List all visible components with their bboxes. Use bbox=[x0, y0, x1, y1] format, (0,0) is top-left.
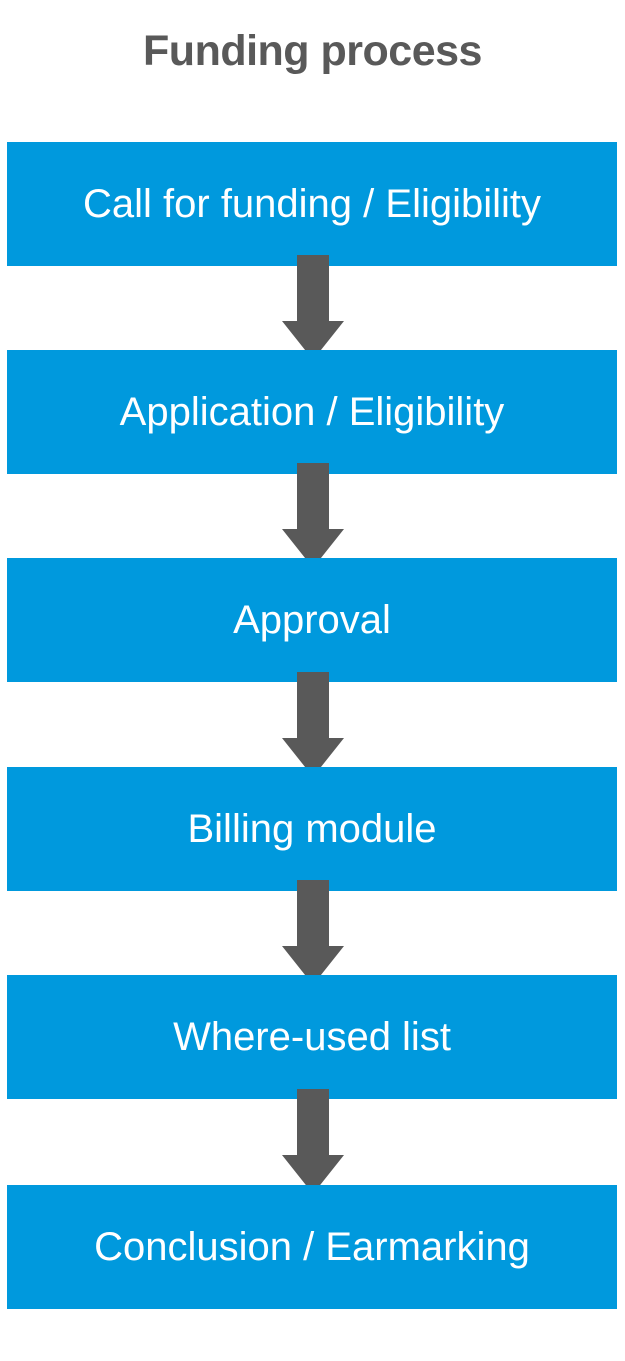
flow-step-1[interactable]: Call for funding / Eligibility bbox=[7, 142, 617, 266]
flow-step-4-label: Billing module bbox=[187, 807, 437, 851]
flow-step-2-label: Application / Eligibility bbox=[119, 390, 505, 434]
flow-connector-arrow-1 bbox=[282, 255, 344, 371]
flow-step-3[interactable]: Approval bbox=[7, 558, 617, 682]
page-title: Funding process bbox=[143, 27, 482, 75]
flow-step-5-label: Where-used list bbox=[173, 1015, 451, 1059]
flow-step-5[interactable]: Where-used list bbox=[7, 975, 617, 1099]
flow-connector-arrow-4 bbox=[282, 880, 344, 996]
flow-connector-arrow-2 bbox=[282, 463, 344, 579]
flow-step-4[interactable]: Billing module bbox=[7, 767, 617, 891]
flow-step-3-label: Approval bbox=[233, 598, 391, 642]
flow-step-6[interactable]: Conclusion / Earmarking bbox=[7, 1185, 617, 1309]
flow-step-6-label: Conclusion / Earmarking bbox=[94, 1225, 530, 1269]
flow-connector-arrow-5 bbox=[282, 1089, 344, 1205]
flow-connector-arrow-3 bbox=[282, 672, 344, 788]
flow-step-1-label: Call for funding / Eligibility bbox=[83, 182, 541, 226]
flow-step-2[interactable]: Application / Eligibility bbox=[7, 350, 617, 474]
